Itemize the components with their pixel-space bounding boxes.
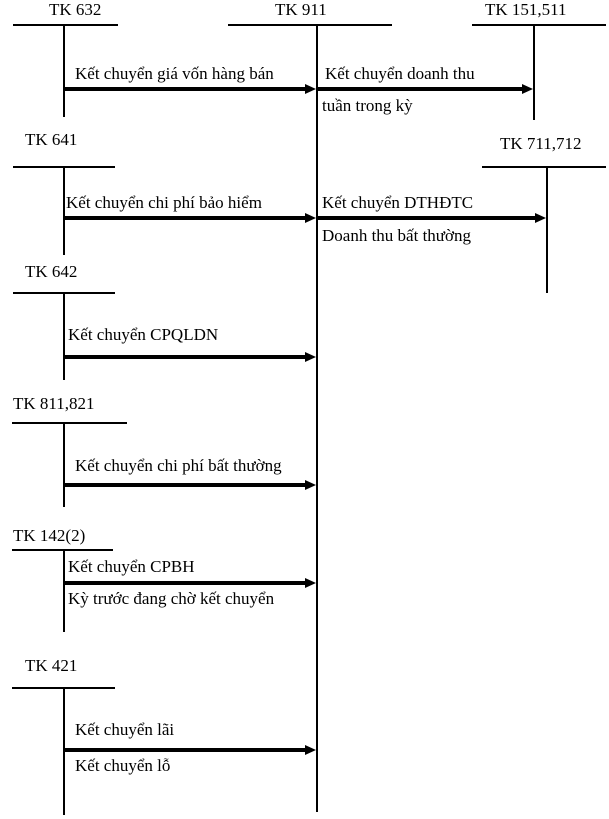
account-label-tk-642: TK 642 [25, 262, 78, 281]
account-label-tk-711-712: TK 711,712 [500, 134, 582, 153]
flow-sublabel-doanh-thu: tuần trong kỳ [322, 96, 413, 115]
account-label-tk-911: TK 911 [275, 0, 327, 19]
t-stem-tk-632 [63, 24, 65, 117]
t-stem-tk-911 [316, 24, 318, 812]
t-stem-tk-711-712 [546, 166, 548, 293]
flow-label-gia-von: Kết chuyển giá vốn hàng bán [75, 64, 274, 83]
flow-arrow-chi-phi-bat-thuong [64, 483, 305, 487]
t-stem-tk-151-511 [533, 24, 535, 120]
flow-label-cpbh: Kết chuyển CPBH [68, 557, 195, 576]
flow-label-dthdtc: Kết chuyển DTHĐTC [322, 193, 474, 212]
flow-sublabel-dthdtc: Doanh thu bất thường [322, 226, 471, 245]
t-bar-tk-142-2 [12, 549, 113, 551]
t-bar-tk-711-712 [482, 166, 606, 168]
flow-arrow-doanh-thu [318, 87, 522, 91]
t-bar-tk-632 [13, 24, 118, 26]
t-bar-tk-151-511 [472, 24, 606, 26]
t-stem-tk-811-821 [63, 422, 65, 507]
account-label-tk-641: TK 641 [25, 130, 78, 149]
t-bar-tk-911 [228, 24, 392, 26]
t-stem-tk-641 [63, 166, 65, 255]
t-bar-tk-811-821 [12, 422, 127, 424]
flow-label-doanh-thu: Kết chuyển doanh thu [325, 64, 475, 83]
flow-sublabel-lo: Kết chuyển lỗ [75, 756, 171, 775]
t-stem-tk-142-2 [63, 549, 65, 632]
flow-arrow-cpbh [64, 581, 305, 585]
account-label-tk-811-821: TK 811,821 [13, 394, 95, 413]
flow-label-cpqldn: Kết chuyển CPQLDN [68, 325, 219, 344]
flow-arrow-cpqldn [64, 355, 305, 359]
account-label-tk-142-2: TK 142(2) [13, 526, 86, 545]
account-label-tk-151-511: TK 151,511 [485, 0, 567, 19]
flow-arrow-dthdtc [318, 216, 535, 220]
flow-label-chi-phi-bat-thuong: Kết chuyển chi phí bất thường [75, 456, 282, 475]
flow-arrow-gia-von [64, 87, 305, 91]
flow-label-chi-phi-bao-hiem: Kết chuyển chi phí bảo hiểm [66, 193, 262, 212]
flow-label-lai: Kết chuyển lãi [75, 720, 175, 739]
account-label-tk-632: TK 632 [49, 0, 102, 19]
account-label-tk-421: TK 421 [25, 656, 78, 675]
t-stem-tk-642 [63, 292, 65, 380]
flow-sublabel-cpbh: Kỳ trước đang chờ kết chuyển [68, 589, 275, 608]
flow-arrow-lai-lo [64, 748, 305, 752]
flow-arrow-chi-phi-bao-hiem [64, 216, 305, 220]
